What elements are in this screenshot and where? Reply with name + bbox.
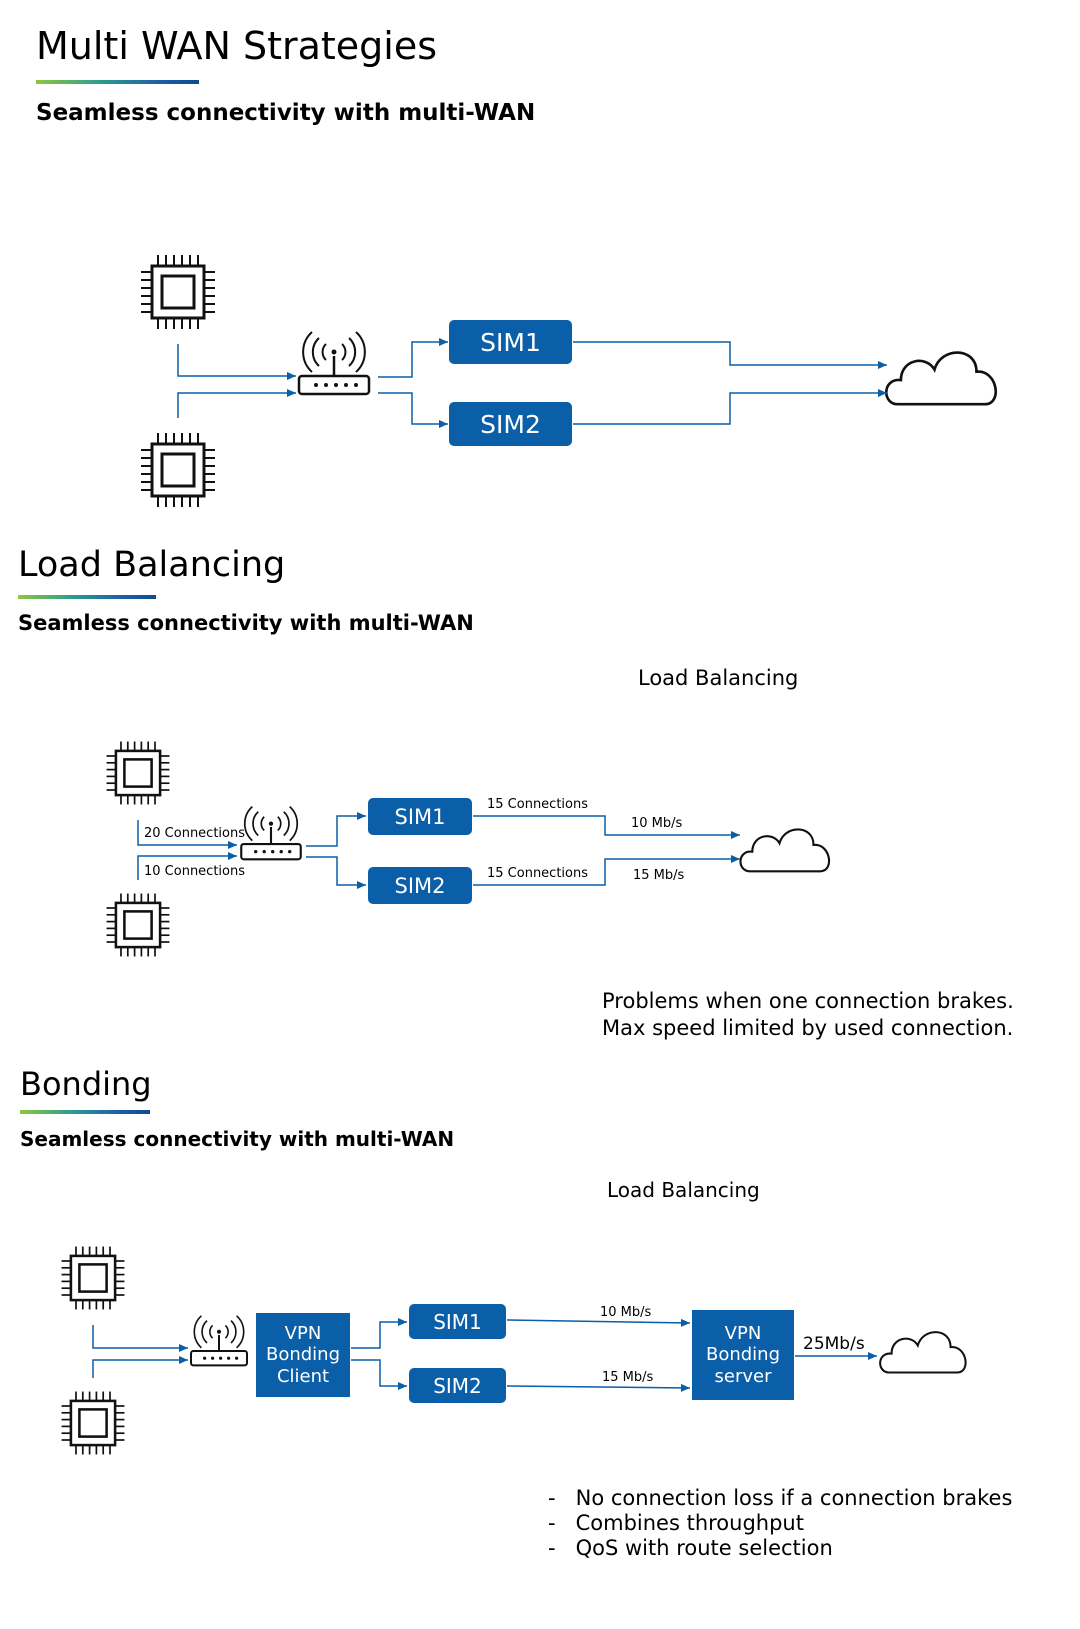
speed-label: 15 Mb/s <box>602 1370 654 1385</box>
input-connections-label: 20 Connections <box>144 826 246 841</box>
diagram-title: Load Balancing <box>638 666 799 690</box>
input-connections-label: 10 Connections <box>144 864 246 879</box>
router-icon <box>189 1314 249 1367</box>
sim1-box: SIM1 <box>449 320 572 364</box>
list-item: - Combines throughput <box>548 1511 804 1535</box>
router-icon <box>297 330 371 396</box>
list-item: - QoS with route selection <box>548 1536 833 1560</box>
cloud-icon <box>879 1331 967 1374</box>
note-text: Max speed limited by used connection. <box>602 1016 1014 1040</box>
chip-icon <box>60 1390 126 1456</box>
section-subtitle: Seamless connectivity with multi-WAN <box>18 611 474 635</box>
sim1-box: SIM1 <box>368 798 472 835</box>
diagram-title: Load Balancing <box>607 1178 760 1202</box>
list-item: - No connection loss if a connection bra… <box>548 1486 1013 1510</box>
title-accent-bar <box>36 80 199 84</box>
section-subtitle: Seamless connectivity with multi-WAN <box>20 1127 455 1151</box>
chip-icon <box>105 892 171 958</box>
section-subtitle: Seamless connectivity with multi-WAN <box>36 100 536 126</box>
cloud-icon <box>884 351 998 406</box>
chip-icon <box>139 253 217 331</box>
section-title-bonding: Bonding <box>20 1065 152 1103</box>
output-connections-label: 15 Connections <box>487 797 589 812</box>
vpn-bonding-server-box: VPN Bonding server <box>692 1310 794 1400</box>
cloud-icon <box>739 828 831 873</box>
section-title-load-balancing: Load Balancing <box>18 545 286 585</box>
speed-label: 10 Mb/s <box>631 816 683 831</box>
chip-icon <box>139 431 217 509</box>
speed-label: 10 Mb/s <box>600 1305 652 1320</box>
chip-icon <box>60 1245 126 1311</box>
title-accent-bar <box>18 595 156 599</box>
sim1-box: SIM1 <box>409 1304 506 1339</box>
sim2-box: SIM2 <box>409 1368 506 1403</box>
sim2-box: SIM2 <box>449 402 572 446</box>
output-connections-label: 15 Connections <box>487 866 589 881</box>
combined-speed-label: 25Mb/s <box>803 1334 865 1354</box>
note-text: Problems when one connection brakes. <box>602 989 1014 1013</box>
vpn-bonding-client-box: VPN Bonding Client <box>256 1313 350 1397</box>
sim2-box: SIM2 <box>368 867 472 904</box>
page-title: Multi WAN Strategies <box>36 24 438 68</box>
title-accent-bar <box>20 1110 150 1114</box>
chip-icon <box>105 740 171 806</box>
speed-label: 15 Mb/s <box>633 868 685 883</box>
router-icon <box>240 805 302 861</box>
